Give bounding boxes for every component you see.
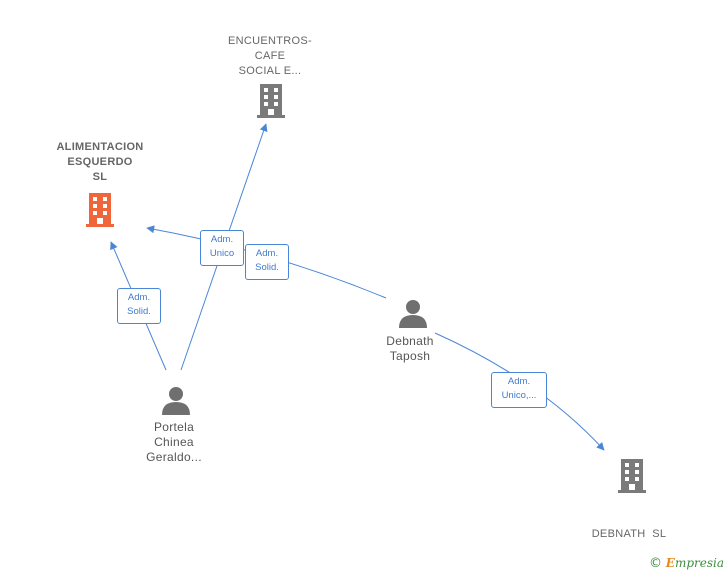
edge-label-line: Solid. — [127, 306, 151, 317]
brand-name: mpresia — [674, 556, 724, 570]
edge-label-line: Adm. — [507, 376, 531, 387]
brand-initial: E — [665, 556, 675, 570]
edge-label-line: Solid. — [255, 262, 279, 273]
label-line: Portela — [153, 420, 195, 434]
label-line: ENCUENTROS- — [228, 35, 312, 47]
label-line: Debnath — [386, 334, 434, 348]
person-icon[interactable] — [162, 387, 190, 415]
node-label-debnath-taposh[interactable]: Debnath Taposh — [360, 334, 460, 364]
label-line: SL — [92, 171, 108, 183]
label-line: Chinea — [154, 435, 194, 449]
edge-label-portela-encuentros[interactable]: Adm. Unico — [200, 230, 244, 266]
label-line: Taposh — [389, 349, 431, 363]
label-line: DEBNATH SL — [591, 528, 667, 540]
label-line: ALIMENTACION — [56, 141, 144, 153]
building-icon[interactable] — [257, 84, 285, 118]
building-icon-highlight[interactable] — [86, 193, 114, 227]
label-line: CAFE — [254, 50, 286, 62]
label-line: ESQUERDO — [67, 156, 133, 168]
edge-label-line: Adm. — [255, 248, 279, 259]
building-icon[interactable] — [618, 459, 646, 493]
brand-logo: © Empresia — [649, 556, 724, 571]
edge-label-taposh-alimentacion[interactable]: Adm. Solid. — [245, 244, 289, 280]
edge-label-line: Adm. — [210, 234, 234, 245]
edge-label-line: Unico,... — [501, 390, 537, 401]
person-icon[interactable] — [399, 300, 427, 328]
edge-label-line: Adm. — [127, 292, 151, 303]
label-line: Geraldo... — [146, 450, 202, 464]
node-label-encuentros[interactable]: ENCUENTROS- CAFE SOCIAL E... — [215, 34, 325, 79]
label-line: SOCIAL E... — [238, 65, 302, 77]
node-label-alimentacion[interactable]: ALIMENTACION ESQUERDO SL — [40, 140, 160, 185]
edge-label-taposh-debnath-sl[interactable]: Adm. Unico,... — [491, 372, 547, 408]
edge-label-portela-alimentacion[interactable]: Adm. Solid. — [117, 288, 161, 324]
node-label-portela[interactable]: Portela Chinea Geraldo... — [124, 420, 224, 465]
edge-label-line: Unico — [209, 248, 235, 259]
node-label-debnath-sl[interactable]: DEBNATH SL — [574, 497, 684, 557]
copyright-icon: © — [648, 556, 662, 571]
